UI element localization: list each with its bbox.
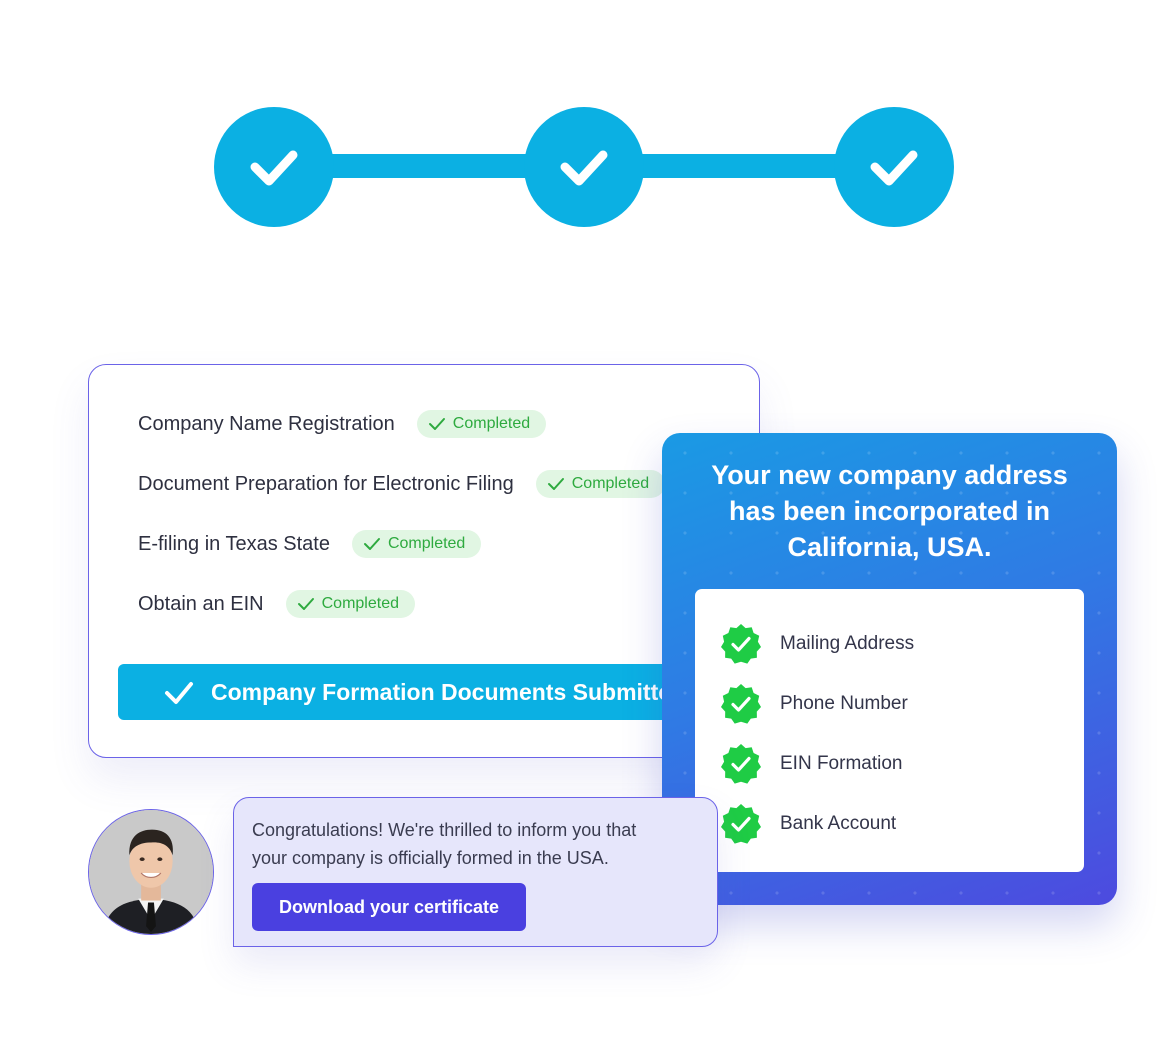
status-badge: Completed — [535, 470, 666, 498]
address-service-label: Mailing Address — [780, 633, 915, 654]
title-line: Your new company address — [711, 460, 1068, 490]
download-certificate-button[interactable]: Download your certificate — [252, 883, 526, 931]
person-avatar-illustration — [89, 810, 213, 934]
check-icon — [870, 150, 918, 186]
title-line: California, USA. — [787, 532, 992, 562]
address-service-item: Mailing Address — [720, 623, 914, 665]
verified-badge-icon — [721, 744, 761, 784]
address-services-list: Mailing Address Phone Number EIN Formati… — [695, 589, 1084, 872]
documents-submitted-label: Company Formation Documents Submitted — [211, 678, 686, 705]
message-line: your company is officially formed in the… — [252, 848, 609, 868]
task-label: E-filing in Texas State — [138, 532, 330, 555]
message-text: Congratulations! We're thrilled to infor… — [252, 816, 712, 872]
verified-badge-icon — [721, 684, 761, 724]
check-icon — [428, 418, 445, 430]
documents-submitted-banner: Company Formation Documents Submitted — [118, 664, 759, 720]
verified-badge-icon — [721, 804, 761, 844]
verified-badge-icon — [721, 624, 761, 664]
company-address-card: Your new company address has been incorp… — [662, 433, 1117, 905]
status-badge: Completed — [416, 410, 547, 438]
step-3-complete — [834, 107, 954, 227]
status-badge-label: Completed — [387, 535, 466, 552]
address-service-label: Bank Account — [780, 813, 897, 834]
task-row: Company Name Registration Completed — [138, 410, 547, 438]
address-service-item: Phone Number — [720, 683, 908, 725]
status-badge-label: Completed — [321, 595, 399, 612]
task-row: Obtain an EIN Completed — [138, 590, 415, 618]
avatar — [88, 809, 214, 935]
task-label: Obtain an EIN — [138, 592, 264, 615]
address-card-title: Your new company address has been incorp… — [662, 457, 1117, 565]
congratulations-message: Congratulations! We're thrilled to infor… — [233, 797, 718, 947]
check-icon — [560, 150, 608, 186]
status-badge-label: Completed — [571, 475, 650, 492]
address-service-label: EIN Formation — [780, 753, 903, 774]
task-row: E-filing in Texas State Completed — [138, 530, 482, 558]
check-icon — [165, 682, 193, 704]
status-badge: Completed — [351, 530, 482, 558]
message-line: Congratulations! We're thrilled to infor… — [252, 820, 637, 840]
step-1-complete — [214, 107, 334, 227]
title-line: has been incorporated in — [728, 496, 1051, 526]
status-badge-label: Completed — [452, 415, 531, 432]
step-2-complete — [524, 107, 644, 227]
address-service-item: EIN Formation — [720, 743, 902, 785]
task-label: Document Preparation for Electronic Fili… — [138, 472, 514, 495]
status-badge: Completed — [285, 590, 415, 618]
check-icon — [297, 598, 314, 610]
task-label: Company Name Registration — [138, 412, 395, 435]
check-icon — [250, 150, 298, 186]
check-icon — [547, 478, 564, 490]
formation-tasks-card: Company Name Registration Completed Docu… — [88, 364, 760, 758]
check-icon — [363, 538, 380, 550]
address-service-label: Phone Number — [780, 693, 908, 714]
address-service-item: Bank Account — [720, 803, 896, 845]
task-row: Document Preparation for Electronic Fili… — [138, 470, 666, 498]
